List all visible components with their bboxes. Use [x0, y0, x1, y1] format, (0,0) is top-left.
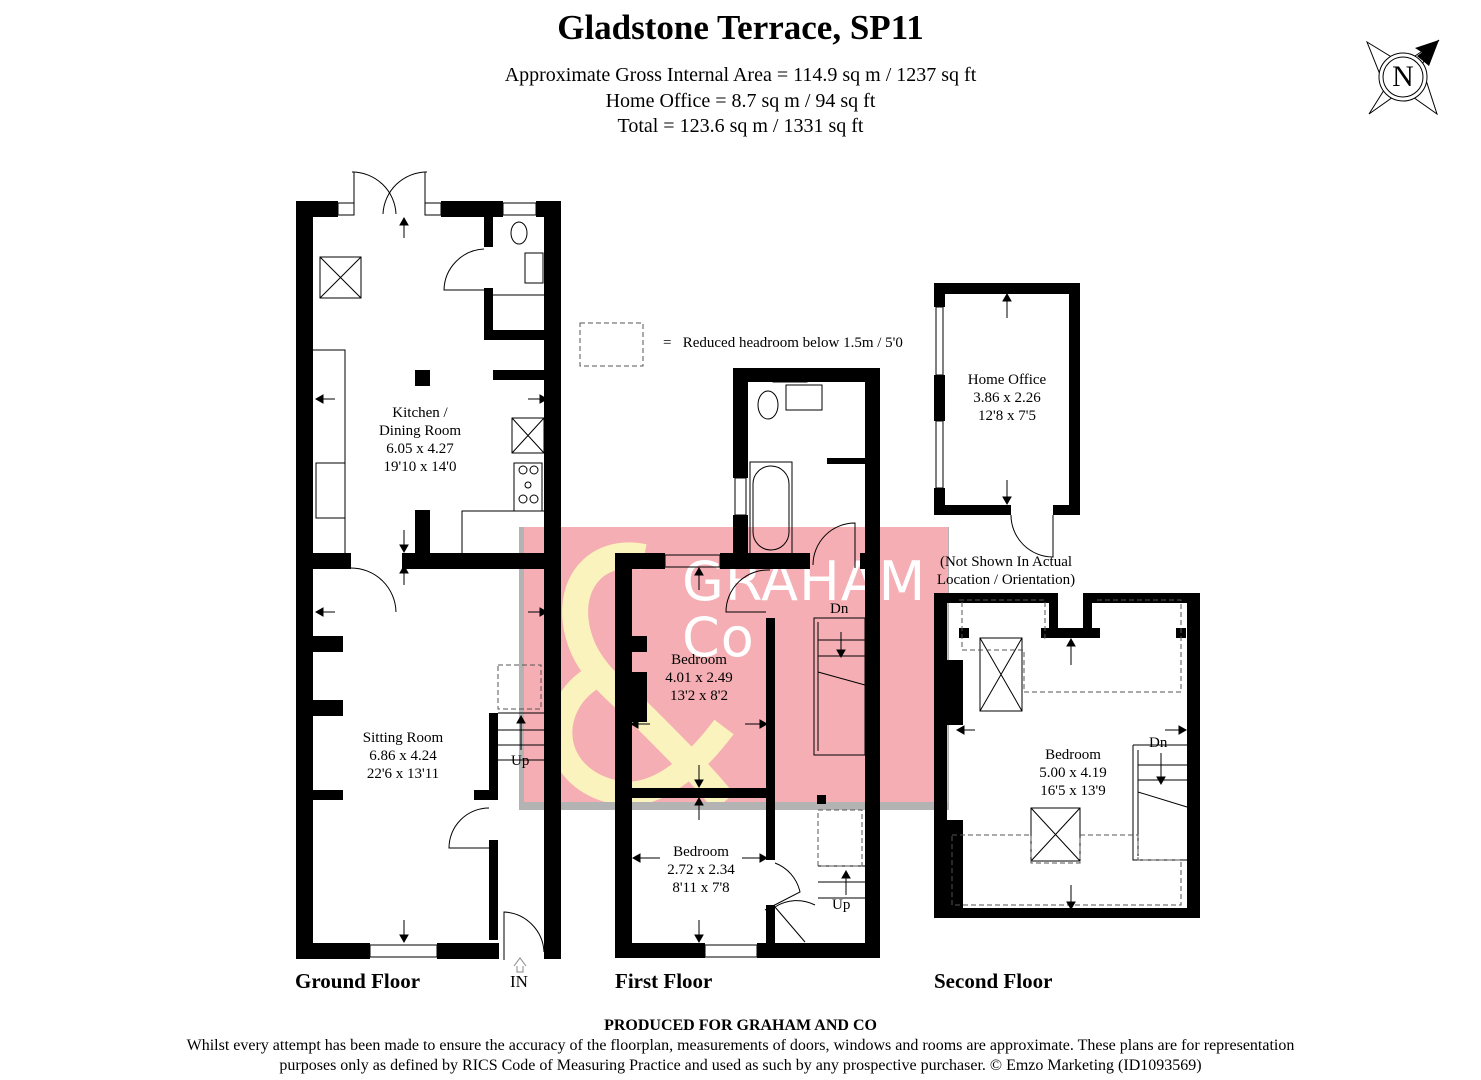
second-floor-label: Second Floor [934, 969, 1053, 993]
first-stairs-down-label: Dn [830, 601, 849, 617]
watermark-co: Co [682, 606, 755, 669]
home-office-location-note: (Not Shown In Actual Location / Orientat… [936, 554, 1076, 588]
watermark-ampersand-icon [548, 542, 735, 802]
room-label-home-office: Home Office 3.86 x 2.26 12'8 x 7'5 [967, 372, 1047, 424]
room-label-second-bedroom: Bedroom 5.00 x 4.19 16'5 x 13'9 [1039, 747, 1107, 799]
page-title: Gladstone Terrace, SP11 [557, 8, 924, 47]
room-label-first-bedroom-1: Bedroom 4.01 x 2.49 13'2 x 8'2 [665, 652, 733, 704]
home-office-area-text: Home Office = 8.7 sq m / 94 sq ft [605, 90, 876, 112]
room-label-first-bedroom-2: Bedroom 2.72 x 2.34 8'11 x 7'8 [667, 844, 735, 896]
ground-east-wall [544, 201, 561, 959]
entrance-arrow-icon [513, 957, 527, 973]
total-area-text: Total = 123.6 sq m / 1331 sq ft [617, 115, 864, 137]
north-compass-icon [1365, 39, 1440, 116]
compass-north-label: N [1392, 60, 1414, 93]
kitchen-pillar [415, 370, 430, 386]
entrance-label: IN [510, 972, 528, 991]
legend-text: = Reduced headroom below 1.5m / 5'0 [663, 335, 903, 351]
second-stairs-down-label: Dn [1149, 735, 1168, 751]
produced-for-text: PRODUCED FOR GRAHAM AND CO [604, 1017, 877, 1034]
disclaimer-line-2: purposes only as defined by RICS Code of… [279, 1057, 1202, 1074]
first-stairs-up-label: Up [832, 897, 851, 913]
ground-stairs-up-label: Up [511, 753, 530, 769]
room-label-sitting-room: Sitting Room 6.86 x 4.24 22'6 x 13'11 [362, 730, 444, 782]
legend-dashed-box [579, 322, 644, 367]
ground-west-wall [296, 201, 313, 959]
room-label-kitchen-dining: Kitchen / Dining Room 6.05 x 4.27 19'10 … [378, 405, 462, 475]
gross-area-text: Approximate Gross Internal Area = 114.9 … [504, 64, 977, 86]
ground-floor-label: Ground Floor [295, 969, 421, 993]
disclaimer-line-1: Whilst every attempt has been made to en… [186, 1037, 1295, 1054]
first-floor-label: First Floor [615, 969, 713, 993]
north-compass: N [1363, 36, 1443, 118]
